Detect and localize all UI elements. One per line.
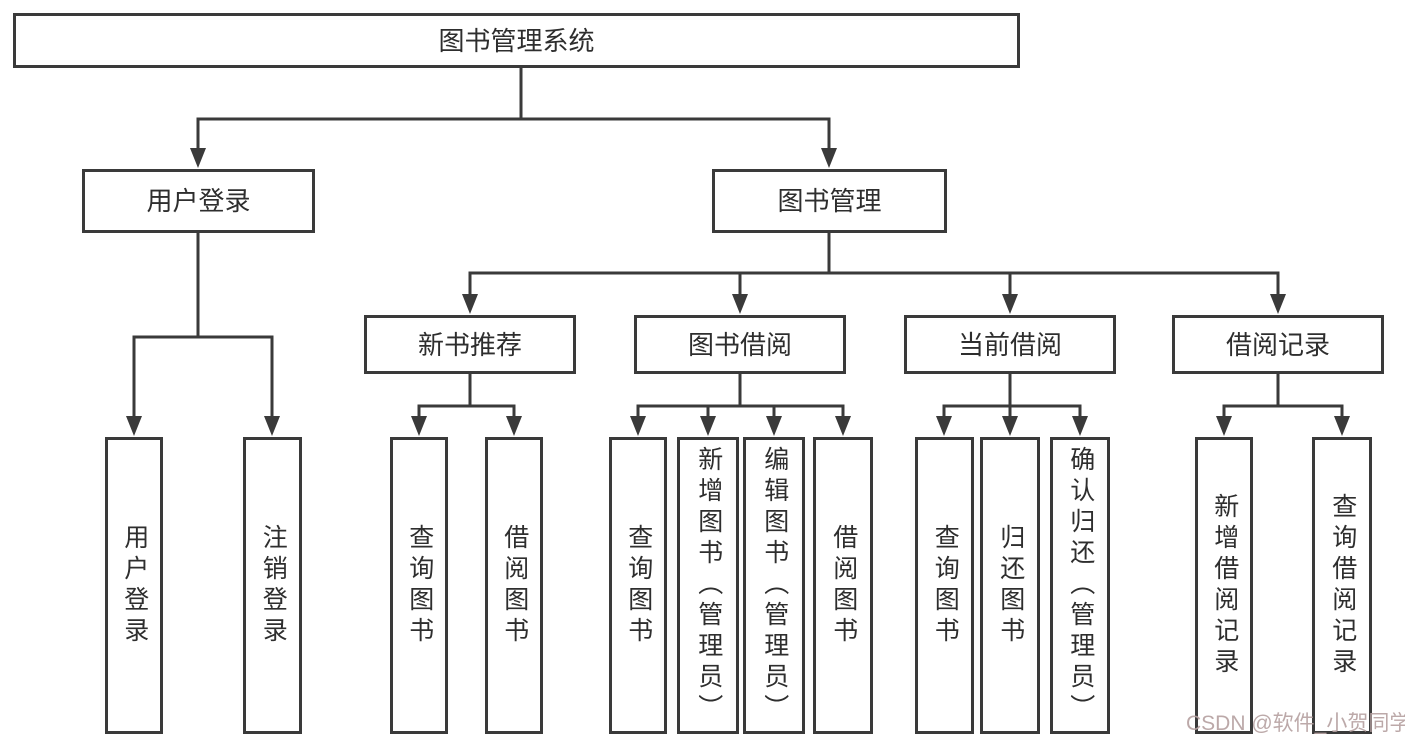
node-new-book-recommendation: 新书推荐	[364, 315, 576, 374]
node-add-borrowing-record: 新增借阅记录	[1195, 437, 1253, 734]
node-label: 查询图书	[931, 523, 960, 648]
node-borrow-books: 借阅图书	[485, 437, 543, 734]
node-label: 图书借阅	[687, 329, 792, 360]
node-confirm-return-admin: 确认归还（管理员）	[1050, 437, 1110, 734]
node-label: 新增图书（管理员）	[694, 446, 723, 725]
node-query-books: 查询图书	[915, 437, 974, 734]
node-book-management: 图书管理	[712, 169, 947, 233]
node-book-borrowing: 图书借阅	[634, 315, 846, 374]
node-user-login-action: 用户登录	[105, 437, 163, 734]
node-return-books: 归还图书	[980, 437, 1040, 734]
csdn-watermark: CSDN @软件_小贺同学	[1186, 712, 1405, 735]
node-add-books-admin: 新增图书（管理员）	[677, 437, 739, 734]
node-label: 用户登录	[120, 523, 149, 648]
node-edit-books-admin: 编辑图书（管理员）	[743, 437, 805, 734]
node-label: 归还图书	[996, 523, 1025, 648]
node-current-borrowing: 当前借阅	[904, 315, 1116, 374]
node-query-books: 查询图书	[390, 437, 448, 734]
node-user-login: 用户登录	[82, 169, 315, 233]
node-label: 借阅图书	[829, 523, 858, 648]
node-label: 借阅记录	[1225, 329, 1330, 360]
node-logout-action: 注销登录	[243, 437, 302, 734]
node-label: 编辑图书（管理员）	[760, 446, 789, 725]
node-label: 图书管理系统	[438, 25, 595, 56]
node-label: 查询图书	[624, 523, 653, 648]
node-query-borrowing-record: 查询借阅记录	[1312, 437, 1372, 734]
node-library-management-system: 图书管理系统	[13, 13, 1020, 68]
node-label: 注销登录	[259, 523, 288, 648]
node-label: 新书推荐	[417, 329, 522, 360]
node-label: 借阅图书	[500, 523, 529, 648]
node-label: 新增借阅记录	[1210, 492, 1239, 679]
node-label: 图书管理	[777, 186, 882, 216]
node-label: 用户登录	[146, 186, 251, 216]
node-borrow-books: 借阅图书	[813, 437, 873, 734]
node-label: 确认归还（管理员）	[1066, 446, 1095, 725]
node-label: 查询图书	[405, 523, 434, 648]
node-label: 查询借阅记录	[1328, 492, 1357, 679]
node-query-books: 查询图书	[609, 437, 667, 734]
node-borrowing-records: 借阅记录	[1172, 315, 1384, 374]
node-label: 当前借阅	[957, 329, 1062, 360]
